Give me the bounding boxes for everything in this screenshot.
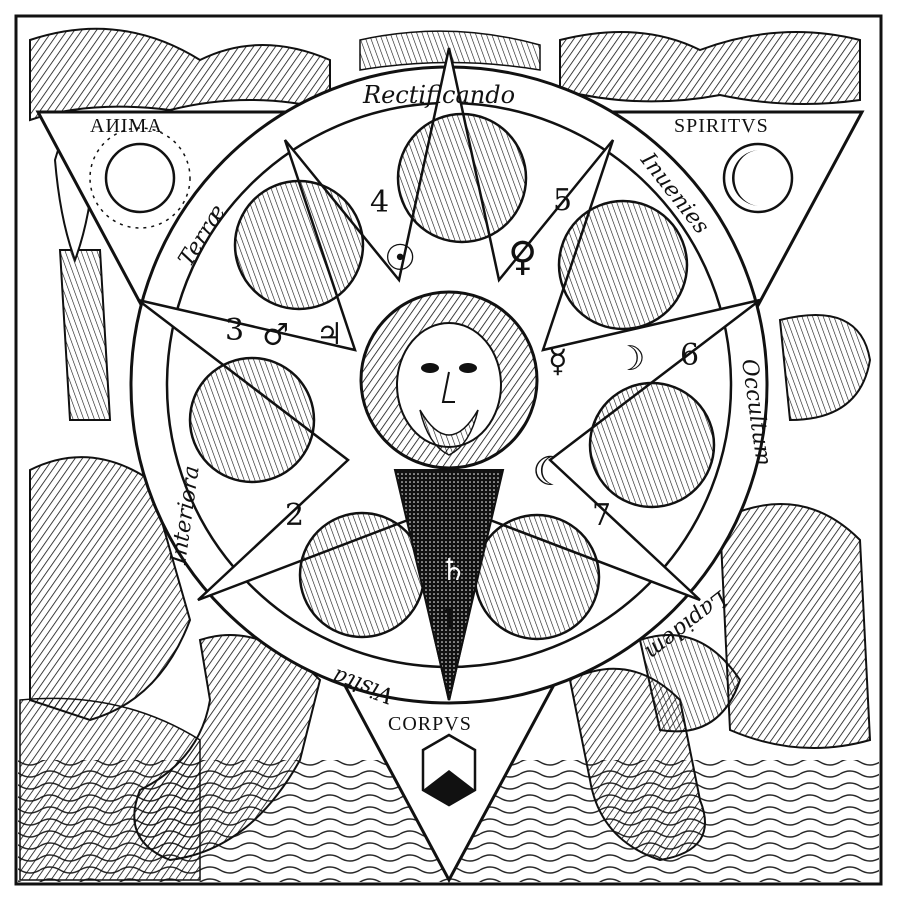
medallion-mermaid [473,513,601,641]
beard [419,409,479,456]
cube-emblem [421,733,477,807]
numeral-7: 7 [592,498,611,533]
medallion-serpent [188,356,316,484]
mars-glyph: ♂ [262,318,289,353]
mercury-glyph: ☿ [548,342,568,380]
sun-glyph: ☉ [384,238,416,279]
label-spiritus: SPIRITVS [674,115,769,137]
sun-emblem [89,127,191,229]
label-anima: AИIMA [90,115,163,137]
left-eye [421,363,439,373]
medallion-tree-birds [557,199,689,331]
queen-figure [718,503,872,749]
medallion-lion [588,381,716,509]
saturn-glyph: ♄ [440,553,467,588]
numeral-6: 6 [680,338,699,373]
right-eye [459,363,477,373]
jupiter-glyph: ♃ [316,317,343,352]
moon-glyph-low: ☾ [532,449,568,495]
venus-glyph: ♀ [508,234,537,280]
label-corpus: CORPVS [388,713,472,735]
medallion-crowned-mountain [396,112,528,244]
numeral-5: 5 [553,183,572,218]
numeral-2: 2 [285,498,304,533]
rocks-left [19,697,201,881]
ring-word-rectificando: Rectificando [362,81,515,109]
torch-arm [58,249,112,421]
dragon-left [29,27,331,122]
eagles-right [559,31,861,105]
numeral-4: 4 [370,185,389,220]
central-cone [393,469,505,701]
numeral-1: 1 [440,603,459,638]
medallion-raven [298,511,426,639]
face-oval [396,322,502,448]
moon-emblem [722,142,794,214]
nose [441,371,455,403]
medallion-hands [233,179,365,311]
bellows-hand [778,314,872,422]
numeral-3: 3 [225,313,244,348]
background-figures [18,27,879,882]
medallions [188,112,716,641]
moon-glyph-right: ☽ [615,339,645,379]
